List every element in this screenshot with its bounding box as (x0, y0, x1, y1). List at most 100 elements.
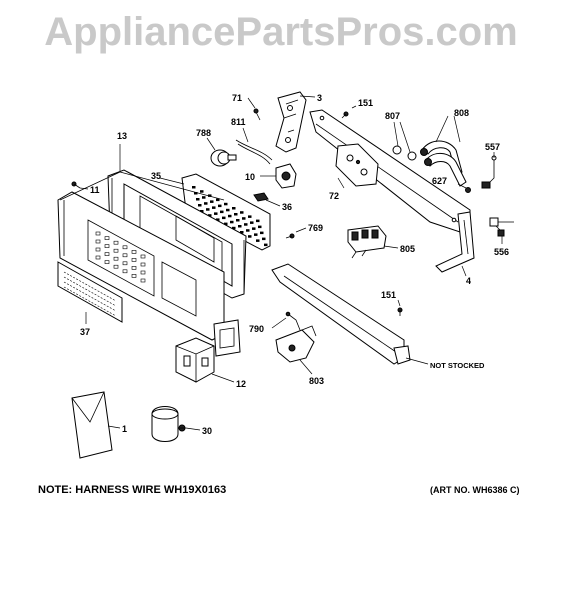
callout-4: 4 (466, 276, 471, 286)
board-slot (194, 192, 198, 195)
callout-71: 71 (232, 93, 242, 103)
board-slot (192, 186, 196, 189)
board-slot (222, 216, 226, 220)
callout-72: 72 (329, 191, 339, 201)
panel-button (95, 247, 101, 252)
harness-note: NOTE: HARNESS WIRE WH19X0163 (38, 484, 227, 496)
board-slot (240, 231, 244, 234)
part-gasket-square[interactable] (213, 319, 241, 357)
part-790-clip[interactable] (285, 311, 301, 331)
panel-button (104, 236, 110, 240)
callout-803: 803 (309, 376, 324, 386)
part-13-control-panel[interactable] (57, 191, 225, 341)
board-slot (216, 198, 220, 202)
panel-button (122, 269, 128, 274)
panel-button (122, 261, 128, 266)
part-803-actuator[interactable] (275, 325, 317, 363)
panel-button (95, 231, 101, 236)
panel-button (131, 274, 137, 278)
callout-36: 36 (282, 202, 292, 212)
callout-not-stocked: NOT STOCKED (430, 361, 485, 370)
board-slot (208, 194, 212, 197)
board-slot (212, 206, 216, 209)
board-slot (238, 225, 242, 228)
board-slot (242, 217, 246, 220)
board-slot (236, 219, 240, 222)
part-557-sensor[interactable] (481, 155, 497, 189)
part-3-bracket[interactable] (275, 91, 307, 153)
part-788-knob[interactable] (210, 149, 237, 167)
board-slot (196, 198, 200, 201)
board-slot (256, 219, 260, 223)
board-slot (200, 190, 204, 193)
panel-button (113, 256, 119, 261)
callout-35: 35 (151, 171, 161, 181)
part-808-hoses[interactable] (420, 140, 467, 187)
callout-557: 557 (485, 142, 500, 152)
board-slot (250, 221, 254, 224)
board-slot (254, 233, 258, 236)
callout-151-top: 151 (358, 98, 373, 108)
board-slot (258, 225, 262, 229)
part-12-motor[interactable] (175, 337, 215, 383)
panel-button (104, 252, 110, 256)
label-text-line (63, 271, 117, 302)
board-slot (228, 214, 232, 218)
panel-button (104, 260, 110, 264)
panel-button (113, 248, 119, 253)
part-10-switch[interactable] (275, 163, 297, 189)
part-151-screw-top[interactable] (341, 111, 349, 119)
board-slot (224, 202, 228, 206)
callout-807: 807 (385, 111, 400, 121)
board-slot (260, 231, 264, 235)
board-slot (244, 223, 248, 226)
panel-button (140, 254, 146, 259)
part-151-screw-bottom[interactable] (397, 307, 403, 316)
art-number-note: (ART NO. WH6386 C) (430, 485, 520, 495)
board-slot (218, 204, 222, 208)
part-1-envelope[interactable] (71, 391, 113, 459)
part-805-valve[interactable] (347, 225, 387, 259)
board-slot (210, 200, 214, 203)
callout-3: 3 (317, 93, 322, 103)
part-not-stocked-panel (271, 263, 411, 365)
panel-button (131, 266, 137, 270)
board-slot (232, 207, 236, 210)
callout-1: 1 (122, 424, 127, 434)
board-slot (262, 237, 266, 241)
part-811-wire[interactable] (235, 139, 273, 165)
part-556-thermistor[interactable] (489, 217, 514, 237)
callout-13: 13 (117, 131, 127, 141)
board-slot (198, 204, 202, 207)
part-37-label[interactable] (57, 261, 123, 323)
board-slot (232, 226, 236, 230)
board-slot (204, 202, 208, 205)
callout-790: 790 (249, 324, 264, 334)
callout-811: 811 (231, 117, 246, 127)
board-slot (206, 208, 210, 211)
callout-805: 805 (400, 244, 415, 254)
panel-button (140, 262, 146, 267)
panel-button (104, 244, 110, 248)
board-slot (256, 239, 260, 242)
part-769-screw[interactable] (285, 233, 295, 239)
board-slot (240, 211, 244, 214)
part-11-screw[interactable] (71, 181, 81, 189)
part-627-grommet[interactable] (465, 187, 471, 193)
panel-button (95, 239, 101, 244)
part-71-screw[interactable] (253, 108, 261, 121)
panel-button (113, 240, 119, 245)
part-4-bracket[interactable] (435, 211, 475, 273)
board-slot (224, 222, 228, 226)
part-36-clip[interactable] (253, 192, 269, 202)
part-807-washers[interactable] (392, 145, 417, 161)
callout-627: 627 (432, 176, 447, 186)
panel-button (140, 278, 146, 283)
panel-button (131, 258, 137, 262)
callout-556: 556 (494, 247, 509, 257)
part-30-capacitor[interactable] (151, 406, 186, 442)
board-slot (200, 210, 204, 213)
board-slot (248, 215, 252, 218)
part-72-backsplash-panel[interactable] (309, 109, 471, 233)
